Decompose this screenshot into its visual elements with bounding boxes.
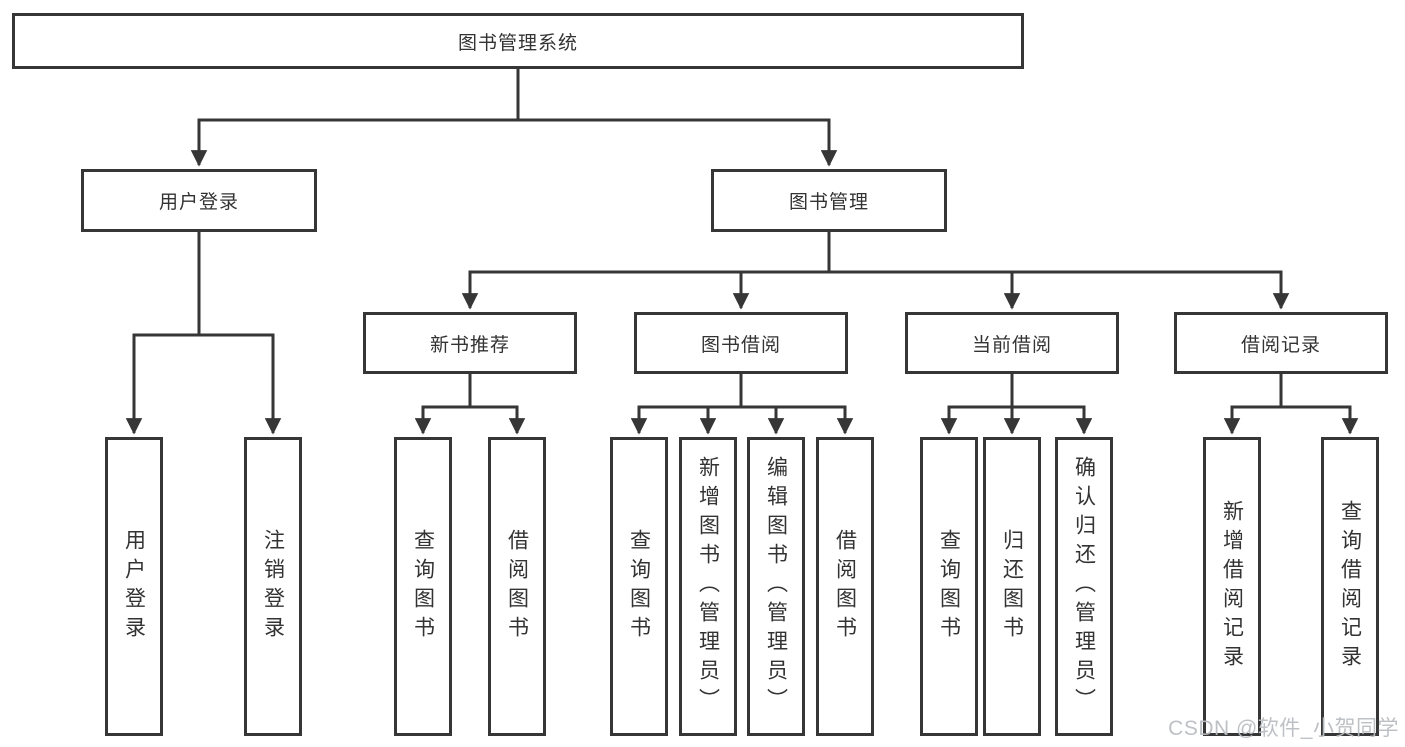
leaf-label: 新增图书（管理员） [696, 456, 720, 717]
node-label: 图书管理 [788, 192, 869, 213]
leaf-edit-books-admin: 编辑图书（管理员） [747, 437, 805, 736]
node-label: 新书推荐 [429, 334, 510, 356]
leaf-query-borrow-record: 查询借阅记录 [1321, 437, 1379, 736]
node-new-book-recommendation: 新书推荐 [363, 312, 577, 374]
leaf-user-login: 用户登录 [105, 437, 163, 736]
node-label: 借阅记录 [1240, 334, 1321, 356]
node-label: 当前借阅 [971, 334, 1052, 356]
leaf-logout: 注销登录 [244, 437, 302, 736]
node-label: 图书借阅 [700, 334, 781, 356]
leaf-add-borrow-record: 新增借阅记录 [1203, 437, 1261, 736]
node-root-library-system: 图书管理系统 [12, 13, 1024, 69]
node-book-management-branch: 图书管理 [711, 169, 947, 232]
leaf-label: 归还图书 [1000, 528, 1024, 645]
leaf-add-books-admin: 新增图书（管理员） [679, 437, 737, 736]
leaf-label: 编辑图书（管理员） [764, 456, 788, 717]
node-root-label: 图书管理系统 [457, 32, 578, 54]
leaf-label: 查询图书 [411, 528, 435, 645]
leaf-label: 查询借阅记录 [1338, 499, 1362, 674]
node-current-borrowing: 当前借阅 [905, 312, 1119, 374]
leaf-borrowing-borrow-books: 借阅图书 [816, 437, 874, 736]
leaf-current-query-books: 查询图书 [920, 437, 978, 736]
node-borrowing-records: 借阅记录 [1174, 312, 1388, 374]
leaf-label: 用户登录 [122, 528, 146, 645]
node-book-borrowing: 图书借阅 [634, 312, 848, 374]
node-user-login-branch: 用户登录 [81, 169, 317, 232]
leaf-label: 查询图书 [627, 528, 651, 645]
leaf-recommend-query-books: 查询图书 [394, 437, 452, 736]
leaf-label: 新增借阅记录 [1220, 499, 1244, 674]
leaf-label: 借阅图书 [505, 528, 529, 645]
leaf-return-books: 归还图书 [983, 437, 1041, 736]
leaf-label: 借阅图书 [833, 528, 857, 645]
leaf-label: 查询图书 [937, 528, 961, 645]
leaf-label: 确认归还（管理员） [1072, 456, 1096, 717]
node-label: 用户登录 [158, 192, 239, 213]
leaf-label: 注销登录 [261, 528, 285, 645]
leaf-confirm-return-admin: 确认归还（管理员） [1055, 437, 1113, 736]
leaf-borrowing-query-books: 查询图书 [610, 437, 668, 736]
csdn-watermark: CSDN @软件_小贺同学 [1168, 717, 1399, 740]
leaf-recommend-borrow-books: 借阅图书 [488, 437, 546, 736]
